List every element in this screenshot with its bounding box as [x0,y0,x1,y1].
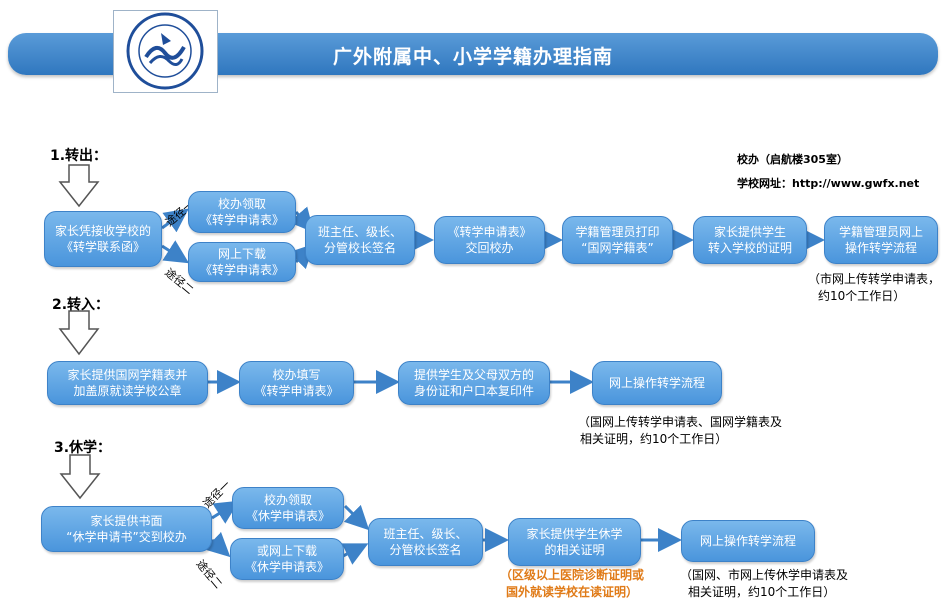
leave-step-sign[interactable]: 班主任、级长、 分管校长签名 [368,518,483,566]
leave-option-office-line2: 《休学申请表》 [245,509,330,523]
out-step-online[interactable]: 学籍管理员网上 操作转学流程 [824,216,938,264]
leave-warning-line1: （区级以上医院诊断证明或 [500,568,645,582]
out-note-line1: （市网上传转学申请表， [808,272,941,286]
leave-start-box[interactable]: 家长提供书面 “休学申请书”交到校办 [41,506,212,552]
office-location: 校办（启航楼305室） [737,153,848,166]
leave-note: （国网、市网上传休学申请表及 相关证明，约10个工作日） [680,567,848,601]
in-step-fill-line2: 《转学申请表》 [254,384,339,398]
out-step-online-line1: 学籍管理员网上 [838,225,923,239]
in-start-box[interactable]: 家长提供国网学籍表并 加盖原就读学校公章 [47,361,208,405]
in-step-online-line1: 网上操作转学流程 [608,376,705,390]
out-option-download-line2: 《转学申请表》 [199,263,284,277]
out-step-print-line2: “国网学籍表” [581,241,654,255]
out-step-proof-line1: 家长提供学生 [713,225,786,239]
in-note-line2: 相关证明，约10个工作日） [580,432,728,446]
leave-step-online[interactable]: 网上操作转学流程 [681,520,815,562]
leave-step-proof-line2: 的相关证明 [544,543,605,557]
out-option-download[interactable]: 网上下载 《转学申请表》 [188,242,296,282]
out-option-office[interactable]: 校办领取 《转学申请表》 [188,191,296,233]
leave-note-line1: （国网、市网上传休学申请表及 [680,568,849,582]
page-title: 广外附属中、小学学籍办理指南 [332,46,613,68]
leave-option-office-line1: 校办领取 [263,493,312,507]
leave-step-sign-line1: 班主任、级长、 [383,527,468,541]
leave-step-proof-line1: 家长提供学生休学 [526,527,623,541]
leave-warning-line2: 国外就读学校在读证明） [506,585,639,599]
in-step-id-line1: 提供学生及父母双方的 [413,368,534,382]
out-step-online-line2: 操作转学流程 [844,241,917,255]
down-arrow-icons [58,164,101,500]
section-transfer-out-title: 1.转出： [50,148,108,164]
out-step-return-line1: 《转学申请表》 [447,225,532,239]
in-step-online[interactable]: 网上操作转学流程 [592,361,722,405]
out-step-return-line2: 交回校办 [465,241,514,255]
leave-option-office[interactable]: 校办领取 《休学申请表》 [232,487,344,529]
out-step-proof[interactable]: 家长提供学生 转入学校的证明 [693,216,807,264]
leave-start-line2: “休学申请书”交到校办 [66,530,187,544]
school-website: 学校网址：http://www.gwfx.net [737,177,920,190]
leave-step-online-line1: 网上操作转学流程 [699,534,796,548]
in-note-line1: （国网上传转学申请表、国网学籍表及 [578,415,783,429]
out-step-return[interactable]: 《转学申请表》 交回校办 [434,216,545,264]
in-step-id-line2: 身份证和户口本复印件 [413,384,534,398]
out-option-office-line1: 校办领取 [217,197,266,211]
out-start-line1: 家长凭接收学校的 [54,224,151,238]
in-note: （国网上传转学申请表、国网学籍表及 相关证明，约10个工作日） [578,414,782,448]
out-option-office-line2: 《转学申请表》 [199,213,284,227]
out-step-sign-line2: 分管校长签名 [323,241,396,255]
leave-step-sign-line2: 分管校长签名 [389,543,462,557]
out-step-sign-line1: 班主任、级长、 [317,225,402,239]
in-step-fill[interactable]: 校办填写 《转学申请表》 [239,361,354,405]
out-note-line2: 约10个工作日） [818,289,906,303]
out-start-line2: 《转学联系函》 [60,240,145,254]
out-note: （市网上传转学申请表， 约10个工作日） [808,271,940,305]
in-step-id[interactable]: 提供学生及父母双方的 身份证和户口本复印件 [398,361,550,405]
leave-option-download-line2: 《休学申请表》 [244,560,329,574]
in-start-line2: 加盖原就读学校公章 [73,384,182,398]
out-step-print[interactable]: 学籍管理员打印 “国网学籍表” [562,216,673,264]
out-start-box[interactable]: 家长凭接收学校的 《转学联系函》 [44,211,162,267]
leave-option-download[interactable]: 或网上下载 《休学申请表》 [230,538,344,580]
leave-note-line2: 相关证明，约10个工作日） [688,585,836,599]
leave-option-download-line1: 或网上下载 [256,544,317,558]
school-logo [113,10,218,93]
out-step-print-line1: 学籍管理员打印 [575,225,660,239]
out-step-proof-line2: 转入学校的证明 [707,241,792,255]
section-suspension-title: 3.休学： [54,440,112,456]
leave-start-line1: 家长提供书面 [90,514,163,528]
section-transfer-in-title: 2.转入： [52,297,110,313]
leave-warning-note: （区级以上医院诊断证明或 国外就读学校在读证明） [500,567,644,601]
leave-step-proof[interactable]: 家长提供学生休学 的相关证明 [508,518,641,566]
out-step-sign[interactable]: 班主任、级长、 分管校长签名 [305,215,415,265]
in-step-fill-line1: 校办填写 [272,368,321,382]
in-start-line1: 家长提供国网学籍表并 [67,368,188,382]
out-option-download-line1: 网上下载 [217,247,266,261]
